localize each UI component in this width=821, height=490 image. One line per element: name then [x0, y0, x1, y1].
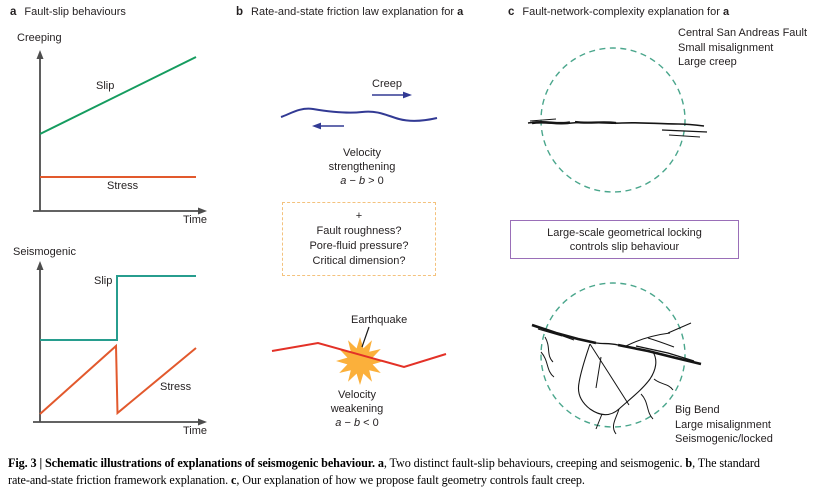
weakening-line2: weakening — [330, 403, 384, 415]
panel-a-letter: a — [10, 6, 17, 18]
eq-variable-b: b — [358, 175, 366, 187]
caption-text-b: , The standard — [692, 456, 760, 470]
caption-ref-b: b — [685, 456, 693, 470]
panel-b-header: b Rate-and-state friction law explanation… — [236, 6, 463, 18]
central-saf-label-block: Central San Andreas Fault Small misalign… — [678, 26, 807, 70]
creeping-zone-dashed-circle — [540, 47, 686, 193]
creeping-x-axis-arrow — [198, 207, 207, 215]
weakening-equation: a − b < 0 — [297, 416, 417, 430]
earthquake-starburst — [336, 337, 384, 385]
caption-fig-lead: Fig. 3 | Schematic illustrations of expl… — [8, 456, 378, 470]
seismogenic-plot-axes — [33, 268, 200, 423]
seismogenic-y-axis-arrow — [36, 261, 44, 270]
central-saf-line2: Small misalignment — [678, 41, 774, 54]
creeping-stress-label: Stress — [107, 180, 139, 192]
panel-a-header: a Fault-slip behaviours — [10, 6, 126, 18]
panel-c-letter: c — [508, 6, 515, 18]
seismogenic-stress-sawtooth-line — [39, 343, 197, 416]
velocity-strengthening-block: Velocity strengthening a − b > 0 — [302, 146, 422, 188]
big-bend-line1: Big Bend — [675, 404, 720, 416]
big-bend-line3: Seismogenic/locked — [675, 433, 773, 445]
seismogenic-slip-step-line — [40, 275, 196, 341]
caption-ref-c: c — [231, 473, 237, 487]
question-box-line3: Critical dimension? — [312, 255, 406, 267]
geometrical-locking-box: Large-scale geometrical locking controls… — [510, 220, 739, 259]
figure-caption-line2: rate-and-state friction framework explan… — [8, 473, 585, 488]
big-bend-label-block: Big Bend Large misalignment Seismogenic/… — [675, 403, 773, 447]
creep-label: Creep — [372, 78, 402, 90]
eq-minus: − — [341, 417, 354, 429]
central-saf-line1: Central San Andreas Fault — [678, 27, 808, 39]
caption-ref-a: a — [377, 456, 384, 470]
creeping-plot-title: Creeping — [17, 32, 62, 44]
strengthening-equation: a − b > 0 — [302, 174, 422, 188]
eq-minus: − — [346, 175, 359, 187]
question-box-line1: Fault roughness? — [316, 225, 402, 237]
locking-box-line1: Large-scale geometrical locking — [547, 226, 702, 239]
open-questions-dashed-box: + Fault roughness? Pore-fluid pressure? … — [282, 202, 436, 276]
seismogenic-time-axis-label: Time — [183, 425, 208, 437]
eq-variable-a: a — [335, 417, 342, 429]
creep-fault-line — [280, 107, 438, 122]
question-box-plus: + — [355, 210, 363, 222]
central-saf-line3: Large creep — [678, 56, 737, 68]
central-saf-fault-traces — [527, 118, 708, 138]
earthquake-label: Earthquake — [351, 314, 408, 326]
earthquake-fault-line — [271, 341, 447, 369]
caption-text-a: , Two distinct fault-slip behaviours, cr… — [383, 456, 686, 470]
seismogenic-slip-label: Slip — [94, 275, 113, 287]
strengthening-line1: Velocity — [343, 147, 381, 159]
big-bend-line2: Large misalignment — [675, 418, 771, 431]
weakening-line1: Velocity — [338, 389, 376, 401]
creeping-y-axis-arrow — [36, 50, 44, 59]
seismogenic-x-axis-arrow — [198, 418, 207, 426]
figure-caption-line1: Fig. 3 | Schematic illustrations of expl… — [8, 456, 760, 471]
seismogenic-plot-title: Seismogenic — [13, 246, 76, 258]
caption-text-c: , Our explanation of how we propose faul… — [236, 473, 585, 487]
velocity-weakening-block: Velocity weakening a − b < 0 — [297, 388, 417, 430]
panel-b-title: Rate-and-state friction law explanation … — [251, 6, 458, 18]
panel-b-title-ref: a — [457, 6, 464, 18]
locking-box-line2: controls slip behaviour — [569, 240, 680, 253]
creeping-slip-label: Slip — [96, 80, 115, 92]
panel-b-letter: b — [236, 6, 244, 18]
eq-relation: > 0 — [365, 175, 384, 187]
locked-zone-dashed-circle — [540, 282, 686, 428]
creep-left-arrow — [312, 122, 344, 130]
creep-right-arrow — [372, 91, 412, 99]
eq-variable-a: a — [340, 175, 347, 187]
panel-c-header: c Fault-network-complexity explanation fo… — [508, 6, 729, 18]
panel-c-title-ref: a — [722, 6, 730, 18]
seismogenic-stress-label: Stress — [160, 381, 192, 393]
creeping-time-axis-label: Time — [183, 214, 208, 226]
strengthening-line2: strengthening — [328, 161, 396, 173]
eq-relation: < 0 — [360, 417, 379, 429]
caption-line2-start: rate-and-state friction framework explan… — [8, 473, 232, 487]
big-bend-fault-traces — [531, 322, 702, 435]
earthquake-pointer-line — [361, 326, 370, 348]
panel-c-title: Fault-network-complexity explanation for — [522, 6, 723, 18]
eq-variable-b: b — [353, 417, 361, 429]
question-box-line2: Pore-fluid pressure? — [309, 240, 409, 252]
creeping-slip-line — [39, 56, 197, 135]
panel-a-title: Fault-slip behaviours — [24, 6, 126, 18]
